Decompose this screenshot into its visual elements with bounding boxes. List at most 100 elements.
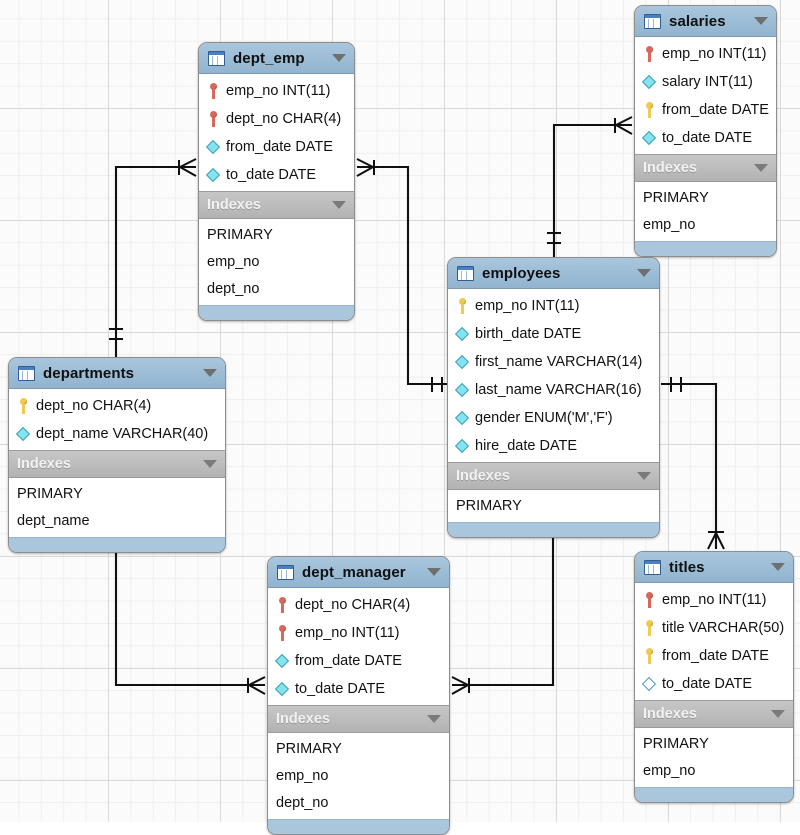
column-row[interactable]: from_date DATE [199,133,354,161]
column-row[interactable]: dept_name VARCHAR(40) [9,420,225,448]
indexes-label: Indexes [207,197,261,213]
chevron-down-icon[interactable] [771,563,785,571]
column-list: emp_no INT(11) birth_date DATE first_name … [448,289,659,462]
index-row[interactable]: PRIMARY [456,497,522,514]
column-label: from_date DATE [662,101,769,118]
column-label: emp_no INT(11) [662,591,767,608]
column-row[interactable]: to_date DATE [268,675,449,703]
fk-key-icon [276,624,289,642]
nullable-column-icon [643,676,656,693]
column-icon [456,326,469,343]
table-titles[interactable]: titles emp_no INT(11) title VARCHAR(50)fro… [634,551,794,803]
index-row[interactable]: emp_no [643,762,696,779]
chevron-down-icon[interactable] [332,54,346,62]
column-icon [643,130,656,147]
column-label: first_name VARCHAR(14) [475,353,643,370]
index-row[interactable]: emp_no [643,216,696,233]
chevron-down-icon[interactable] [754,17,768,25]
table-header-departments[interactable]: departments [9,358,225,389]
chevron-down-icon[interactable] [203,460,217,468]
indexes-header[interactable]: Indexes [635,700,793,728]
column-row[interactable]: emp_no INT(11) [448,292,659,320]
column-icon [456,382,469,399]
column-icon [276,681,289,698]
index-row[interactable]: dept_name [17,512,90,529]
indexes-header[interactable]: Indexes [268,705,449,733]
table-salaries[interactable]: salaries emp_no INT(11)salary INT(11) from… [634,5,777,257]
chevron-down-icon[interactable] [771,710,785,718]
chevron-down-icon[interactable] [637,269,651,277]
pk-key-icon [643,647,656,665]
column-row[interactable]: last_name VARCHAR(16) [448,376,659,404]
index-row[interactable]: PRIMARY [643,735,709,752]
chevron-down-icon[interactable] [754,164,768,172]
column-icon [643,74,656,91]
column-row[interactable]: dept_no CHAR(4) [9,392,225,420]
pk-key-icon [643,101,656,119]
index-row[interactable]: dept_no [207,280,260,297]
fk-key-icon [276,596,289,614]
column-row[interactable]: emp_no INT(11) [635,40,776,68]
column-row[interactable]: to_date DATE [635,670,793,698]
table-dept_emp[interactable]: dept_emp emp_no INT(11)dept_no CHAR(4) fro… [198,42,355,321]
table-employees[interactable]: employees emp_no INT(11) birth_date DATE fi… [447,257,660,538]
indexes-header[interactable]: Indexes [448,462,659,490]
chevron-down-icon[interactable] [203,369,217,377]
column-row[interactable]: dept_no CHAR(4) [268,591,449,619]
pk-key-icon [643,619,656,637]
table-header-salaries[interactable]: salaries [635,6,776,37]
column-row[interactable]: from_date DATE [635,642,793,670]
table-header-titles[interactable]: titles [635,552,793,583]
indexes-header[interactable]: Indexes [9,450,225,478]
indexes-label: Indexes [643,706,697,722]
index-row[interactable]: dept_no [276,794,329,811]
column-row[interactable]: dept_no CHAR(4) [199,105,354,133]
chevron-down-icon[interactable] [427,568,441,576]
column-label: dept_no CHAR(4) [36,397,152,414]
table-title: employees [482,264,561,282]
table-header-dept_emp[interactable]: dept_emp [199,43,354,74]
table-title: dept_manager [302,563,406,581]
column-row[interactable]: salary INT(11) [635,68,776,96]
table-header-employees[interactable]: employees [448,258,659,289]
column-row[interactable]: hire_date DATE [448,432,659,460]
index-list: PRIMARY emp_no dept_no [268,733,449,819]
index-row[interactable]: emp_no [276,767,329,784]
column-row[interactable]: emp_no INT(11) [635,586,793,614]
table-icon [277,564,294,580]
table-icon [457,265,474,281]
column-row[interactable]: birth_date DATE [448,320,659,348]
indexes-header[interactable]: Indexes [199,191,354,219]
index-row[interactable]: PRIMARY [643,189,709,206]
indexes-label: Indexes [456,468,510,484]
table-dept_manager[interactable]: dept_manager dept_no CHAR(4)emp_no INT(11… [267,556,450,835]
column-row[interactable]: title VARCHAR(50) [635,614,793,642]
index-row[interactable]: PRIMARY [207,226,273,243]
table-departments[interactable]: departments dept_no CHAR(4) dept_name VARC… [8,357,226,553]
index-row[interactable]: emp_no [207,253,260,270]
column-label: from_date DATE [226,138,333,155]
index-row[interactable]: PRIMARY [276,740,342,757]
column-row[interactable]: to_date DATE [635,124,776,152]
column-label: dept_name VARCHAR(40) [36,425,209,442]
column-row[interactable]: first_name VARCHAR(14) [448,348,659,376]
column-row[interactable]: to_date DATE [199,161,354,189]
index-row[interactable]: PRIMARY [17,485,83,502]
column-label: birth_date DATE [475,325,582,342]
column-row[interactable]: from_date DATE [268,647,449,675]
table-footer [199,305,354,320]
chevron-down-icon[interactable] [637,472,651,480]
indexes-header[interactable]: Indexes [635,154,776,182]
column-label: to_date DATE [662,129,753,146]
chevron-down-icon[interactable] [427,715,441,723]
column-icon [207,139,220,156]
column-row[interactable]: gender ENUM('M','F') [448,404,659,432]
chevron-down-icon[interactable] [332,201,346,209]
table-title: dept_emp [233,49,305,67]
column-list: dept_no CHAR(4) dept_name VARCHAR(40) [9,389,225,450]
column-row[interactable]: emp_no INT(11) [199,77,354,105]
table-header-dept_manager[interactable]: dept_manager [268,557,449,588]
column-label: last_name VARCHAR(16) [475,381,642,398]
column-row[interactable]: emp_no INT(11) [268,619,449,647]
column-row[interactable]: from_date DATE [635,96,776,124]
